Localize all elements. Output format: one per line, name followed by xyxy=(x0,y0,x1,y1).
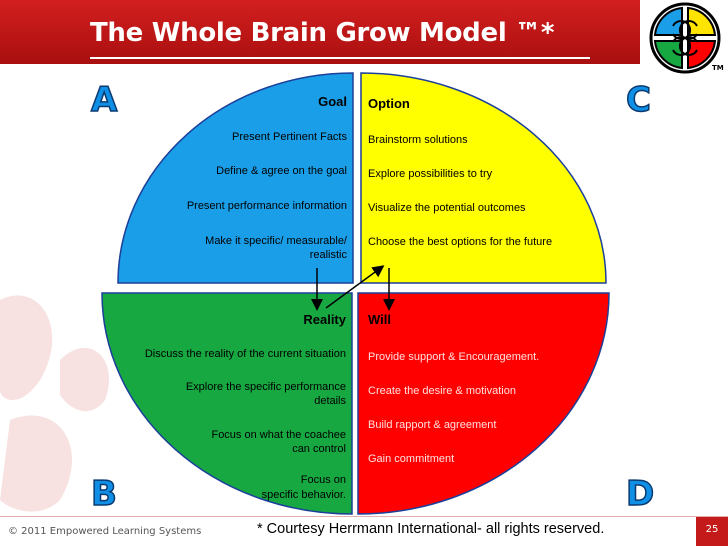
will-quadrant xyxy=(357,292,610,515)
will-item: Build rapport & agreement xyxy=(368,419,497,431)
title-banner xyxy=(0,0,640,64)
goal-heading: Goal xyxy=(318,94,347,109)
reality-item: can control xyxy=(292,443,346,455)
option-item: Explore possibilities to try xyxy=(368,168,493,180)
title-underline xyxy=(90,57,590,59)
option-item: Brainstorm solutions xyxy=(368,134,468,146)
quadrant-letter-b: B xyxy=(90,473,117,515)
reality-quadrant xyxy=(101,292,353,515)
option-quadrant xyxy=(360,72,607,284)
goal-quadrant xyxy=(117,72,354,284)
reality-item: Discuss the reality of the current situa… xyxy=(144,348,346,360)
quadrant-letter-a: A xyxy=(90,79,118,121)
goal-item: Make it specific/ measurable/ xyxy=(205,235,347,247)
reality-item: Focus on what the coachee xyxy=(211,429,346,441)
reality-item: Focus on xyxy=(300,474,346,486)
goal-item: realistic xyxy=(309,249,347,261)
option-heading: Option xyxy=(368,96,410,111)
reality-item: details xyxy=(314,395,346,407)
quadrant-letter-d: D xyxy=(625,473,655,515)
herrmann-logo-icon xyxy=(649,2,721,74)
will-item: Gain commitment xyxy=(368,453,455,465)
courtesy-note: * Courtesy Herrmann International- all r… xyxy=(257,521,605,537)
reality-item: specific behavior. xyxy=(261,489,346,501)
page-number: 25 xyxy=(696,517,728,546)
goal-item: Define & agree on the goal xyxy=(216,165,347,177)
option-item: Choose the best options for the future xyxy=(368,236,553,248)
quadrant-letter-c: C xyxy=(625,79,651,121)
reality-heading: Reality xyxy=(303,312,346,327)
copyright-text: © 2011 Empowered Learning Systems xyxy=(8,526,202,537)
option-item: Visualize the potential outcomes xyxy=(368,202,526,214)
footer-divider xyxy=(0,516,728,517)
will-item: Provide support & Encouragement. xyxy=(368,351,540,363)
arrow-reality-to-option xyxy=(325,265,385,309)
background-decoration xyxy=(0,295,109,512)
slide-title: The Whole Brain Grow Model ™* xyxy=(90,18,555,48)
logo-trademark: TM xyxy=(712,64,724,72)
reality-item: Explore the specific performance xyxy=(185,381,346,393)
will-heading: Will xyxy=(368,312,391,327)
goal-item: Present performance information xyxy=(186,200,347,212)
goal-item: Present Pertinent Facts xyxy=(232,131,347,143)
will-item: Create the desire & motivation xyxy=(368,385,516,397)
